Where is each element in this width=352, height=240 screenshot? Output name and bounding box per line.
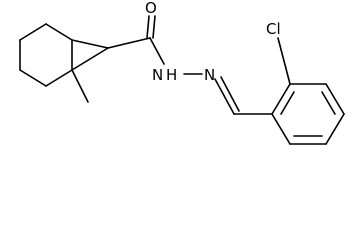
bond-cyclopropane-top xyxy=(71,39,109,49)
molecule-structure: O N H N Cl xyxy=(19,0,345,145)
bond-benzene-6 xyxy=(271,113,291,145)
bond-benzene-3 xyxy=(325,83,345,115)
bond-ring-1 xyxy=(45,23,73,41)
bond-to-carbonyl xyxy=(107,37,151,49)
bond-ring-3 xyxy=(45,69,73,87)
bond-carbonyl-double-2 xyxy=(152,15,156,39)
imine-n-label: N xyxy=(204,66,215,84)
bond-carbonyl-nh xyxy=(149,37,165,65)
bond-ring-6 xyxy=(19,23,47,41)
oxygen-label: O xyxy=(145,0,157,17)
bond-benzene-inner-1 xyxy=(280,91,295,115)
bond-chlorine xyxy=(277,37,291,85)
amide-nh-n-label: N xyxy=(152,66,163,84)
bond-benzene-inner-2 xyxy=(321,91,336,115)
bond-imine-double-1 xyxy=(214,78,235,115)
chlorine-label: Cl xyxy=(266,20,281,38)
amide-nh-h-label: H xyxy=(166,66,177,84)
bond-benzene-4 xyxy=(325,113,345,145)
bond-benzene-1 xyxy=(271,83,291,115)
bond-imine-double-2 xyxy=(220,76,240,112)
bond-methyl xyxy=(71,69,89,103)
bond-carbonyl-double-1 xyxy=(146,15,150,39)
bond-ring-4 xyxy=(19,69,47,87)
bond-cyclopropane-bottom xyxy=(71,47,109,71)
